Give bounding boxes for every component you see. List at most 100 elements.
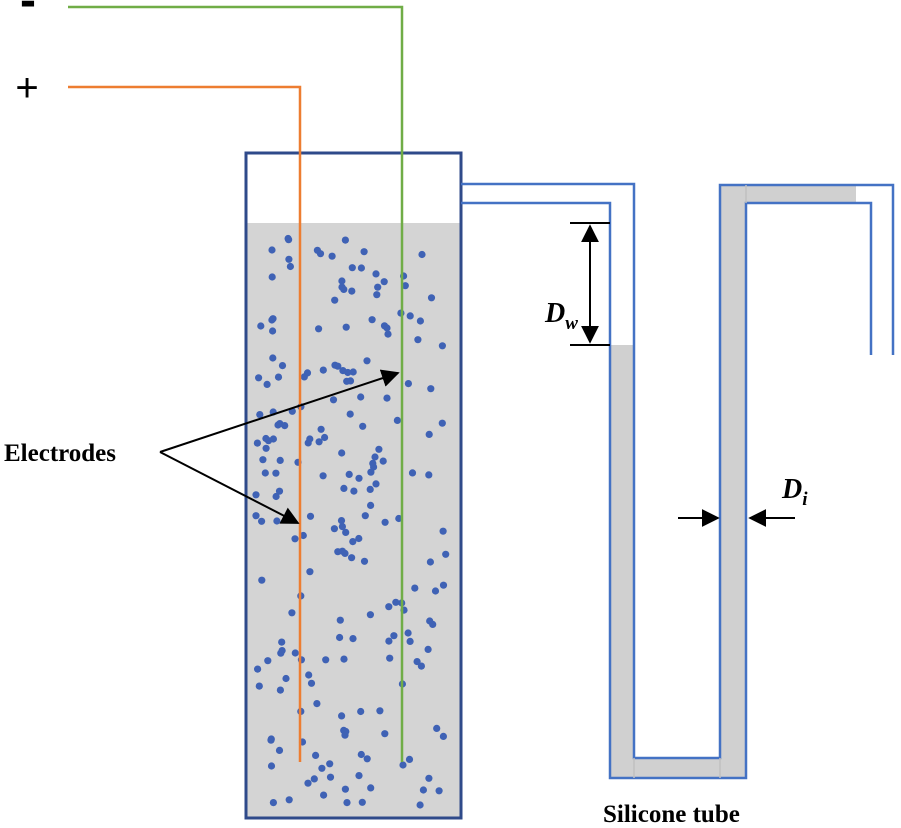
gas-bubble-icon [285,255,293,263]
gas-bubble-icon [285,796,293,804]
gas-bubble-icon [349,538,357,546]
gas-bubble-icon [316,250,325,258]
gas-bubble-icon [384,330,392,338]
gas-bubble-icon [334,362,342,370]
gas-bubble-icon [299,531,307,540]
gas-bubble-icon [340,655,348,663]
gas-bubble-icon [355,534,363,543]
gas-bubble-icon [399,761,407,769]
gas-bubble-icon [315,438,323,446]
gas-bubble-icon [385,637,393,645]
gas-bubble-icon [275,487,284,495]
gas-bubble-icon [357,393,365,401]
silicone-tube [461,182,895,780]
gas-bubble-icon [341,236,349,244]
gas-bubble-icon [435,787,443,795]
gas-bubble-icon [380,322,389,330]
negative-electrode-wire [68,5,404,762]
gas-bubble-icon [341,785,349,793]
gas-bubble-icon [418,250,426,259]
gas-bubble-icon [373,291,381,299]
gas-bubble-icon [383,394,391,402]
gas-bubble-icon [319,366,327,374]
gas-bubble-icon [306,512,315,520]
gas-bubble-icon [425,471,433,479]
gas-bubble-icon [368,316,376,324]
gas-bubble-icon [328,252,336,260]
gas-bubble-icon [381,518,389,526]
gas-bubble-icon [268,246,276,254]
gas-bubble-icon [371,453,379,461]
gas-bubble-icon [269,327,277,335]
gas-bubble-icon [276,456,284,464]
gas-bubble-icon [306,568,314,576]
gas-bubble-icon [346,410,354,418]
gas-bubble-icon [274,373,283,381]
gas-bubble-icon [381,730,389,738]
gas-bubble-icon [269,354,277,362]
gas-bubble-icon [326,773,335,781]
gas-bubble-icon [358,798,366,806]
gas-bubble-icon [338,547,346,555]
gas-bubble-icon [417,662,425,670]
gas-bubble-icon [405,755,414,764]
gas-bubble-icon [278,647,286,655]
gas-bubble-icon [442,550,450,558]
gas-bubble-icon [343,377,351,385]
positive-terminal-icon: + [15,66,38,110]
electrodes-label: Electrodes [4,440,116,467]
gas-bubble-icon [366,485,374,493]
gas-bubble-icon [425,774,433,782]
gas-bubble-icon [357,750,365,759]
gas-bubble-icon [258,517,266,525]
gas-bubble-icon [344,368,352,377]
gas-bubble-icon [385,603,393,611]
electrodes-pointer-positive [159,451,300,524]
gas-bubble-icon [275,746,284,755]
gas-bubble-icon [300,373,308,381]
gas-bubble-icon [433,724,441,733]
gas-bubble-icon [305,671,313,679]
gas-bubble-icon [349,368,357,376]
gas-bubble-icon [406,637,414,646]
gas-bubble-icon [357,707,365,716]
gas-bubble-icon [255,374,263,382]
gas-bubble-icon [264,657,272,665]
gas-bubble-icon [375,445,383,453]
gas-bubble-icon [281,422,289,430]
gas-bubble-icon [372,480,380,488]
gas-bubble-icon [427,294,436,302]
gas-bubble-icon [426,617,434,625]
gas-bubble-icon [414,336,422,344]
gas-bubble-icon [438,342,446,350]
gas-bubble-icon [304,779,312,787]
gas-bubble-icon [350,487,358,495]
gas-bubble-icon [360,557,369,565]
gas-bubble-icon [319,472,327,480]
gas-bubble-icon [336,633,344,642]
positive-electrode-wire [68,85,302,762]
gas-bubble-icon [315,325,323,333]
gas-bubble-icon [369,459,377,467]
gas-bubble-icon [363,755,371,763]
gas-bubble-icon [355,474,363,482]
electrodes-pointer-negative [159,369,400,453]
gas-bubble-icon [259,456,267,464]
gas-bubble-icon [404,380,412,388]
gas-bubble-icon [357,264,365,272]
gas-bubble-icon [262,444,270,452]
dw-label: Dw [544,298,578,334]
gas-bubble-icon [267,762,276,770]
gas-bubble-icon [337,517,346,525]
gas-bubble-icon [282,674,290,683]
gas-bubble-icon [361,512,369,520]
gas-bubble-icon [372,270,380,278]
gas-bubble-icon [338,449,346,457]
gas-bubble-icon [254,665,262,673]
gas-bubble-icon [348,287,356,295]
gas-bubble-icon [413,658,421,666]
gas-bubble-icon [360,248,368,256]
negative-terminal-icon: - [20,0,36,27]
gas-bubble-icon [272,492,280,501]
